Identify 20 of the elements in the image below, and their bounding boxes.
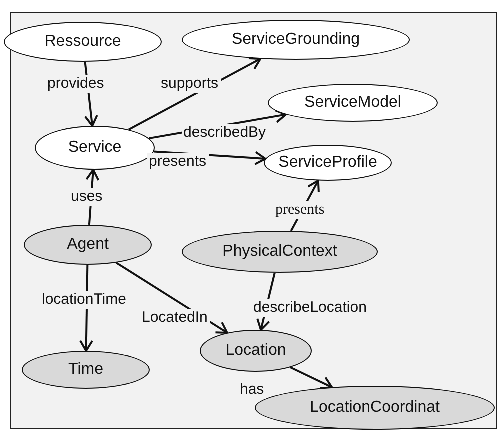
node-label: Ressource bbox=[44, 33, 122, 51]
node-label: ServiceGrounding bbox=[232, 31, 360, 49]
edge-label: supports bbox=[159, 75, 221, 93]
node-label: ServiceModel bbox=[304, 94, 402, 112]
arrow bbox=[290, 366, 334, 390]
node-label: PhysicalContext bbox=[222, 243, 338, 261]
node-label: ServiceProfile bbox=[278, 154, 378, 172]
edge-label: describeLocation bbox=[252, 299, 369, 317]
edge-label: has bbox=[238, 381, 266, 399]
edge-label: provides bbox=[46, 75, 106, 93]
edge-label: describedBy bbox=[182, 124, 268, 142]
node-label: Service bbox=[68, 139, 122, 157]
node-label: Location bbox=[226, 342, 286, 360]
node-label: Time bbox=[68, 361, 104, 379]
edge-label: presents bbox=[147, 153, 209, 171]
node-label: Agent bbox=[67, 236, 109, 254]
edge-label: uses bbox=[69, 188, 105, 206]
edge-label: locationTime bbox=[40, 291, 128, 309]
edge-label: presents bbox=[274, 201, 327, 219]
node-label: LocationCoordinat bbox=[310, 399, 440, 417]
